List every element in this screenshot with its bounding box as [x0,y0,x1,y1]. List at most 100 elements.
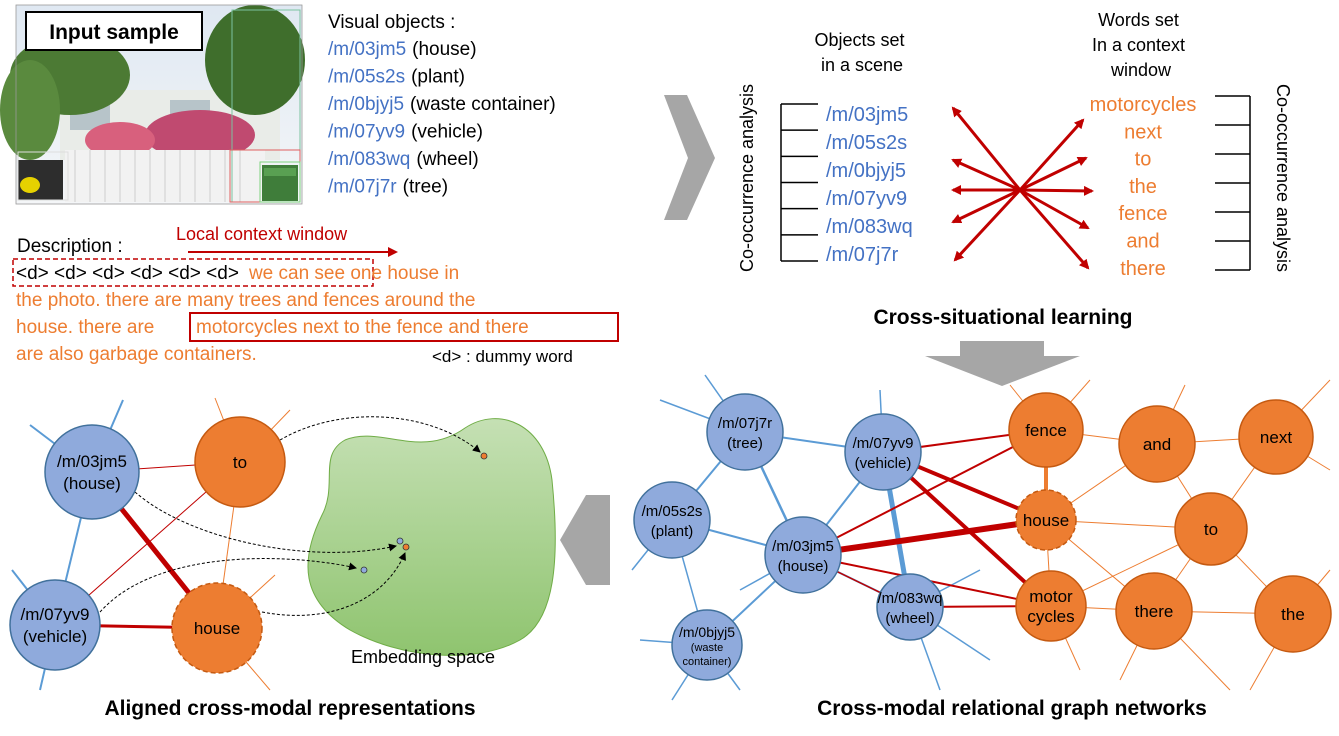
graph-node-label: (house) [778,558,829,575]
csl-word-label: there [1120,258,1166,280]
csl-word-label: the [1129,176,1157,198]
graph-node-label: /m/083wq [877,590,942,607]
visual-object-item: /m/03jm5(house) [328,39,477,60]
flow-arrow-down [925,341,1080,386]
objects-bracket [780,103,818,262]
graph-node-label: /m/07j7r [718,415,772,432]
csl-objects-list: /m/03jm5/m/05s2s/m/0bjyj5/m/07yv9/m/083w… [826,104,913,266]
dummy-tokens: <d> <d> <d> <d> <d> <d> [16,263,239,284]
co-occurrence-arrow [953,188,1022,262]
co-occurrence-arrows [951,106,1094,270]
objects-header-line: Objects set [814,30,904,50]
aligned-panel: Embedding space /m/03jm5(house)to/m/07yv… [9,397,556,720]
visual-objects-title: Visual objects : [328,12,455,33]
csl-object-label: /m/07j7r [826,244,899,266]
words-header-line: Words set [1098,10,1179,30]
aligned-node-house_word [171,582,263,674]
context-window-label: Local context window [176,224,348,244]
embedding-point-word [480,452,488,460]
visual-object-item: /m/07yv9(vehicle) [328,122,483,143]
cross-situational-panel: Objects set in a scene Words set In a co… [737,10,1293,329]
visual-object-id: /m/0bjyj5 [328,94,404,115]
co-occurrence-label-right: Co-occurrence analysis [1273,84,1293,272]
visual-object-name: (plant) [411,67,465,88]
graph-network-panel: /m/07j7r(tree)/m/07yv9(vehicle)/m/05s2s(… [631,374,1332,720]
visual-object-id: /m/083wq [328,149,410,170]
csl-word-label: next [1124,121,1162,143]
aligned-node-label: (vehicle) [23,627,87,646]
graph-node-label: (plant) [651,523,694,540]
csl-word-label: and [1126,231,1159,253]
co-occurrence-arrow [951,158,1021,192]
co-occurrence-arrow [1018,118,1085,192]
graph-node-the [1254,575,1332,653]
graph-node-label: house [1023,511,1069,530]
embedding-mapping-arrow [279,416,481,453]
visual-object-name: (house) [412,39,476,60]
embedding-points [360,452,488,574]
graph-node-vehicle [844,413,922,491]
graph-node-label: /m/03jm5 [772,538,834,555]
visual-object-item: /m/07j7r(tree) [328,177,448,198]
highlight-box [189,312,619,342]
input-sample-label: Input sample [49,21,179,44]
graph-node-label: motor [1029,587,1073,606]
description-line-2: the photo. there are many trees and fenc… [16,290,475,311]
csl-word-label: to [1135,149,1152,171]
dummy-word-box [12,258,374,287]
graph-node-to [1174,492,1248,566]
aligned-node-label: to [233,453,247,472]
graph-node-label: next [1260,428,1292,447]
objects-header-line: in a scene [821,55,903,75]
graph-node-next [1238,399,1314,475]
graph-node-label: /m/05s2s [642,503,703,520]
aligned-node-vehicle [9,579,101,671]
csl-word-label: motorcycles [1090,94,1197,116]
graph-node-label: there [1135,602,1174,621]
graph-node-there [1115,572,1193,650]
co-occurrence-arrow [951,188,1021,224]
graph-node-house_word [1015,489,1077,551]
visual-object-name: (waste container) [410,94,556,115]
graph-nodes: /m/07j7r(tree)/m/07yv9(vehicle)/m/05s2s(… [633,392,1332,681]
flow-arrow-right [664,95,715,220]
graph-network-title: Cross-modal relational graph networks [817,697,1207,720]
input-sample-label-box [25,11,203,51]
graph-node-label: the [1281,605,1305,624]
input-sample-panel: Input sample Visual objects : /m/03jm5(h… [0,4,619,366]
csl-word-label: fence [1119,203,1168,225]
graph-node-label: (waste [691,642,723,654]
graph-node-label: cycles [1027,607,1074,626]
embedding-mapping-arrows [99,416,481,616]
co-occurrence-arrow [951,106,1022,191]
cross-situational-title: Cross-situational learning [873,306,1132,329]
description-label: Description : [17,236,123,257]
visual-object-id: /m/07yv9 [328,122,405,143]
words-header-line: In a context [1092,35,1185,55]
visual-object-item: /m/05s2s (plant) [328,67,465,88]
embedding-mapping-arrow [261,552,406,616]
aligned-node-label: (house) [63,474,121,493]
graph-node-wheel [876,573,944,641]
description-line-3-pre: house. there are [16,317,154,338]
embedding-point-object [396,537,404,545]
aligned-nodes: /m/03jm5(house)to/m/07yv9(vehicle)house [9,416,286,674]
description-line-4: are also garbage containers. [16,344,257,365]
graph-node-label: to [1204,520,1218,539]
embedding-space-label: Embedding space [351,647,495,667]
description-line-1: <d> <d> <d> <d> <d> <d>we can see one ho… [16,263,459,284]
graph-node-label: /m/07yv9 [853,435,914,452]
visual-object-id: /m/05s2s [328,67,405,88]
aligned-node-label: house [194,619,240,638]
graph-node-label: fence [1025,421,1067,440]
co-occurrence-arrow [1018,189,1090,270]
graph-node-label: (wheel) [885,610,934,627]
words-bracket [1215,95,1251,271]
visual-object-name: (wheel) [416,149,478,170]
co-occurrence-arrow [1019,188,1090,230]
visual-object-item: /m/0bjyj5 (waste container) [328,94,556,115]
objects-set-header: Objects set in a scene [814,30,909,75]
graph-edge-cross-modal [802,517,1047,558]
aligned-node-label: /m/07yv9 [21,605,90,624]
co-occurrence-arrow [1019,185,1094,196]
